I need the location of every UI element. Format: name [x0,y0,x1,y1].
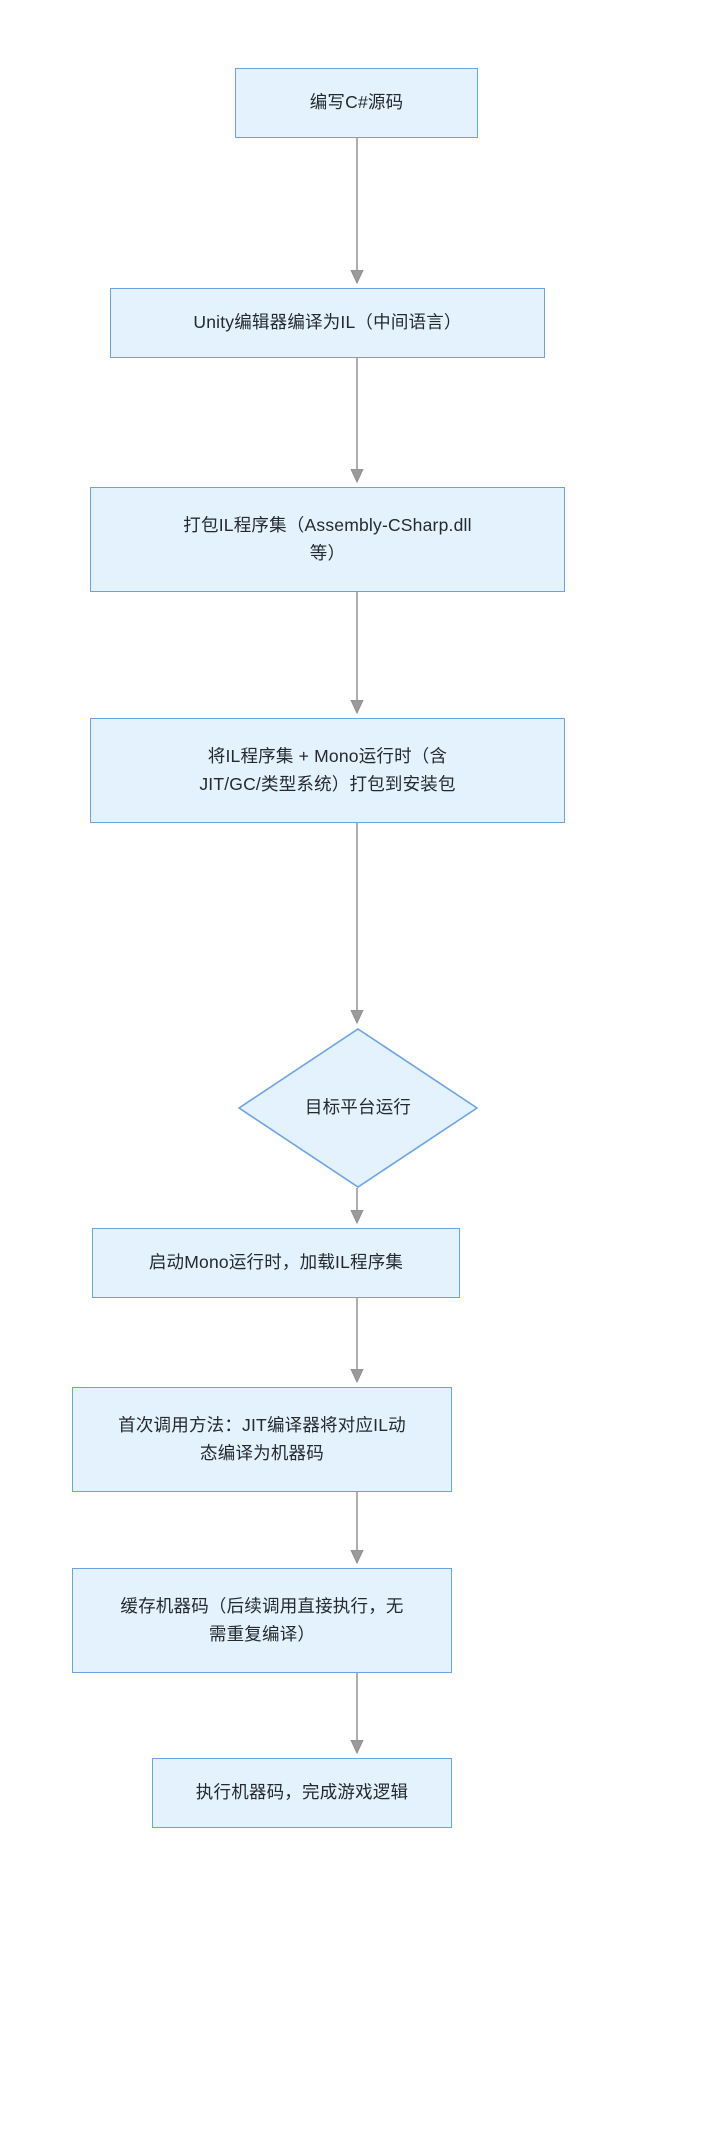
flow-node-start-mono-load-il[interactable]: 启动Mono运行时，加载IL程序集 [92,1228,460,1298]
flow-node-unity-compile-il[interactable]: Unity编辑器编译为IL（中间语言） [110,288,545,358]
flow-node-target-platform-run[interactable]: 目标平台运行 [238,1028,478,1188]
flow-node-bundle-mono-runtime[interactable]: 将IL程序集 + Mono运行时（含 JIT/GC/类型系统）打包到安装包 [90,718,565,823]
flow-node-label: 首次调用方法：JIT编译器将对应IL动 态编译为机器码 [118,1415,406,1463]
flow-node-execute-game-logic[interactable]: 执行机器码，完成游戏逻辑 [152,1758,452,1828]
flow-node-label: Unity编辑器编译为IL（中间语言） [193,312,462,333]
diamond-shape [238,1028,478,1188]
flow-node-label: 目标平台运行 [304,1097,412,1117]
flow-node-label: 执行机器码，完成游戏逻辑 [195,1782,409,1803]
flow-node-label: 打包IL程序集（Assembly-CSharp.dll 等） [183,515,472,563]
flow-node-jit-compile-on-first-call[interactable]: 首次调用方法：JIT编译器将对应IL动 态编译为机器码 [72,1387,452,1492]
flow-node-write-csharp-source[interactable]: 编写C#源码 [235,68,478,138]
flow-node-label: 启动Mono运行时，加载IL程序集 [148,1252,404,1273]
flow-node-label: 将IL程序集 + Mono运行时（含 JIT/GC/类型系统）打包到安装包 [199,746,456,794]
flow-node-label: 编写C#源码 [309,92,404,113]
flow-node-label: 缓存机器码（后续调用直接执行，无 需重复编译） [120,1596,404,1644]
flow-node-cache-machine-code[interactable]: 缓存机器码（后续调用直接执行，无 需重复编译） [72,1568,452,1673]
flow-node-package-il-assembly[interactable]: 打包IL程序集（Assembly-CSharp.dll 等） [90,487,565,592]
